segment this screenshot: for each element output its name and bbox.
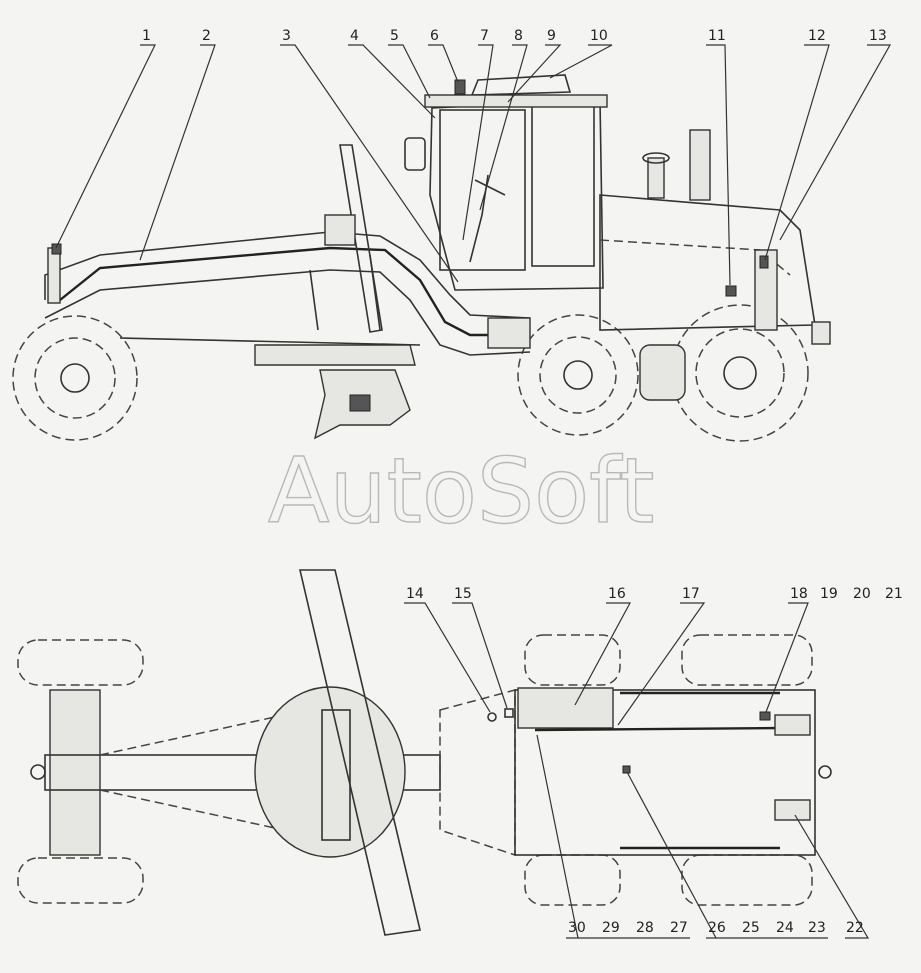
front-lamp <box>51 243 62 255</box>
front-axle <box>49 689 101 856</box>
callout-12: 12 <box>808 28 826 44</box>
engine-compartment-outline <box>439 689 516 857</box>
callout-21: 21 <box>885 586 903 602</box>
callout-1: 1 <box>142 28 151 44</box>
rear-lamp <box>759 255 769 269</box>
side-cables-top <box>620 691 780 850</box>
component-14 <box>487 712 497 722</box>
front-wheel-left-top <box>17 639 144 686</box>
rear-tow-ring <box>818 765 832 779</box>
blade-top <box>298 569 421 936</box>
callout-5: 5 <box>390 28 399 44</box>
rear-wheel-lf <box>524 634 621 686</box>
air-intake-cap <box>642 152 670 164</box>
callout-10: 10 <box>590 28 608 44</box>
callout-22: 22 <box>846 920 864 936</box>
main-frame-top <box>44 231 531 319</box>
rear-lamp-left-top <box>774 714 811 736</box>
rear-connector <box>759 711 771 721</box>
rear-lamp-right-top <box>774 799 811 821</box>
callout-26: 26 <box>708 920 726 936</box>
front-wheel-right-top <box>17 857 144 904</box>
callout-15: 15 <box>454 586 472 602</box>
callout-14: 14 <box>406 586 424 602</box>
main-frame-wire <box>59 246 530 337</box>
callout-30: 30 <box>568 920 586 936</box>
main-frame-bottom <box>44 269 531 356</box>
beacon-lamp <box>454 79 466 95</box>
circle-drawbar <box>254 344 416 366</box>
air-intake <box>647 157 665 199</box>
cab-roof <box>424 94 608 108</box>
callout-6: 6 <box>430 28 439 44</box>
callout-28: 28 <box>636 920 654 936</box>
rear-wheel-rf <box>524 854 621 906</box>
callout-17: 17 <box>682 586 700 602</box>
leader-lines <box>55 44 892 939</box>
callout-18: 18 <box>790 586 808 602</box>
callout-25: 25 <box>742 920 760 936</box>
callout-13: 13 <box>869 28 887 44</box>
circle-cross-bar <box>321 709 351 841</box>
callout-24: 24 <box>776 920 794 936</box>
side-mirror <box>404 137 426 171</box>
blade-circle <box>254 686 406 858</box>
callout-9: 9 <box>547 28 556 44</box>
front-wheel <box>12 315 138 441</box>
callout-numbers: 1 2 3 4 5 6 7 8 9 10 11 12 13 14 15 16 1… <box>142 28 903 936</box>
engine-hood <box>599 194 816 331</box>
lift-cylinder <box>339 144 383 333</box>
battery-box <box>487 317 531 349</box>
steering-column <box>469 174 506 263</box>
callout-19: 19 <box>820 586 838 602</box>
rear-light-post <box>754 249 778 331</box>
battery-box-top <box>517 687 614 729</box>
main-cable-top <box>534 726 781 732</box>
rear-frame <box>514 689 816 856</box>
blade-bracket <box>349 394 371 412</box>
front-light-post <box>47 247 61 304</box>
tandem-hub <box>639 344 686 401</box>
rear-wheel-lr <box>681 634 813 686</box>
callout-29: 29 <box>602 920 620 936</box>
exhaust-stack <box>689 129 711 201</box>
lift-bracket <box>324 214 356 246</box>
callout-7: 7 <box>480 28 489 44</box>
top-view <box>17 569 832 936</box>
callout-8: 8 <box>514 28 523 44</box>
callout-4: 4 <box>350 28 359 44</box>
callout-2: 2 <box>202 28 211 44</box>
rear-hitch <box>811 321 831 345</box>
rear-wheel-rr <box>681 854 813 906</box>
callout-16: 16 <box>608 586 626 602</box>
front-tow-ring <box>30 764 46 780</box>
callout-11: 11 <box>708 28 726 44</box>
callout-3: 3 <box>282 28 291 44</box>
watermark-text: AutoSoft <box>268 439 655 544</box>
component-15 <box>504 708 514 718</box>
frame-sensor <box>622 765 631 774</box>
callout-20: 20 <box>853 586 871 602</box>
cab <box>404 74 608 291</box>
rear-wheel-front <box>517 314 639 436</box>
drawbar <box>119 337 421 346</box>
callout-23: 23 <box>808 920 826 936</box>
side-view <box>12 74 831 442</box>
cylinder-rods <box>309 254 381 331</box>
callout-27: 27 <box>670 920 688 936</box>
engine-sensor <box>725 285 737 297</box>
